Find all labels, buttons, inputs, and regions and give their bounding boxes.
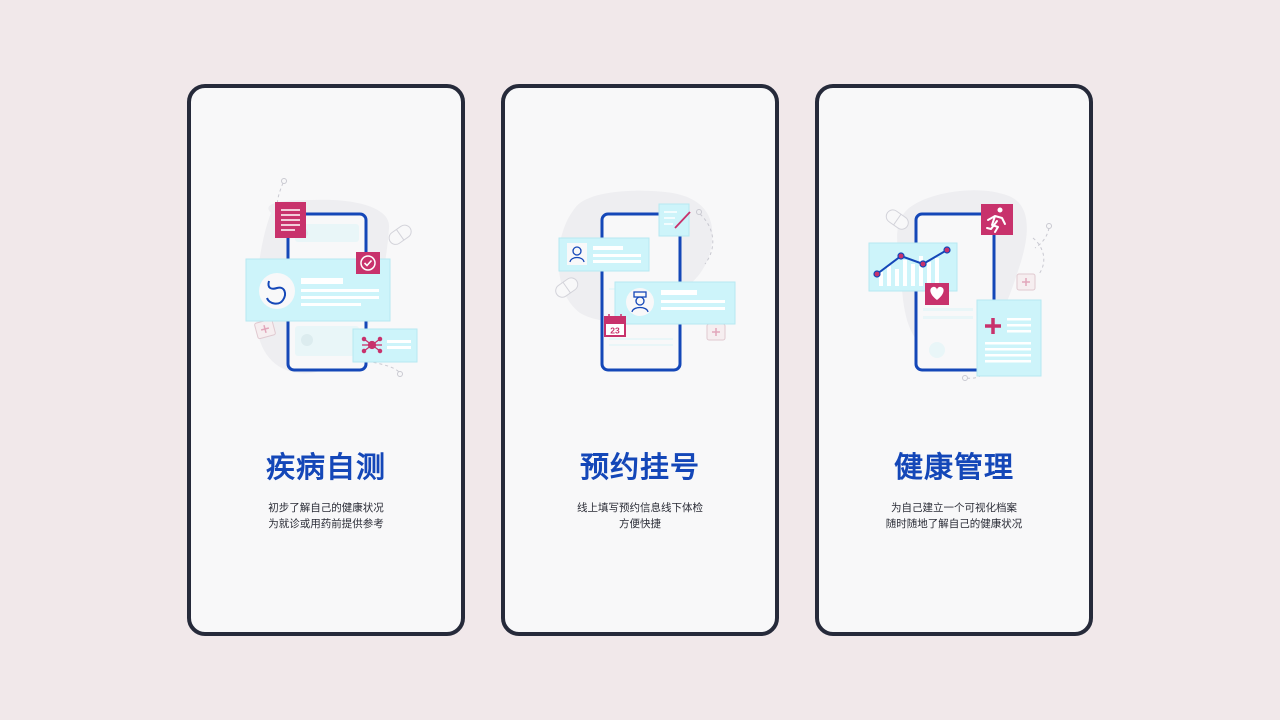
illustration-health-management	[868, 190, 1052, 381]
illustration-appointment: 23	[555, 190, 736, 372]
virus-icon	[361, 336, 383, 354]
onboarding-card-appointment[interactable]: 23 预约挂号 线上填写预约信息线下体检 方便快捷	[501, 84, 779, 636]
stomach-icon	[259, 273, 295, 309]
description-line: 初步了解自己的健康状况	[268, 502, 384, 514]
prescription-icon	[658, 203, 691, 237]
pill-icon	[555, 277, 579, 298]
description-line: 为就诊或用药前提供参考	[268, 518, 384, 530]
description-line: 线上填写预约信息线下体检	[577, 502, 703, 514]
medical-kit-icon	[1016, 273, 1036, 291]
document-icon	[275, 202, 306, 238]
calendar-icon: 23	[604, 314, 626, 337]
medical-kit-icon	[706, 323, 726, 341]
line-chart-icon	[868, 242, 958, 292]
screen-description: 线上填写预约信息线下体检 方便快捷	[505, 500, 775, 532]
screen-description: 为自己建立一个可视化档案 随时随地了解自己的健康状况	[819, 500, 1089, 532]
screen-title: 疾病自测	[265, 450, 386, 484]
calendar-day: 23	[610, 326, 620, 336]
medical-record-icon	[976, 299, 1042, 377]
description-line: 方便快捷	[619, 518, 661, 530]
checkmark-icon	[356, 252, 380, 274]
illustration-disease-self-test	[245, 178, 418, 377]
screen-title: 健康管理	[893, 450, 1014, 484]
onboarding-card-disease-self-test[interactable]: 疾病自测 初步了解自己的健康状况 为就诊或用药前提供参考	[187, 84, 465, 636]
pill-icon	[388, 224, 412, 245]
screen-title: 预约挂号	[579, 450, 700, 484]
running-person-icon	[981, 204, 1013, 235]
heart-icon	[925, 283, 949, 305]
nurse-avatar-icon	[626, 288, 654, 316]
onboarding-card-health-management[interactable]: 健康管理 为自己建立一个可视化档案 随时随地了解自己的健康状况	[815, 84, 1093, 636]
doctor-avatar-icon	[567, 243, 587, 265]
description-line: 随时随地了解自己的健康状况	[885, 518, 1023, 530]
pill-icon	[885, 209, 909, 230]
description-line: 为自己建立一个可视化档案	[891, 502, 1017, 514]
screen-description: 初步了解自己的健康状况 为就诊或用药前提供参考	[191, 500, 461, 532]
